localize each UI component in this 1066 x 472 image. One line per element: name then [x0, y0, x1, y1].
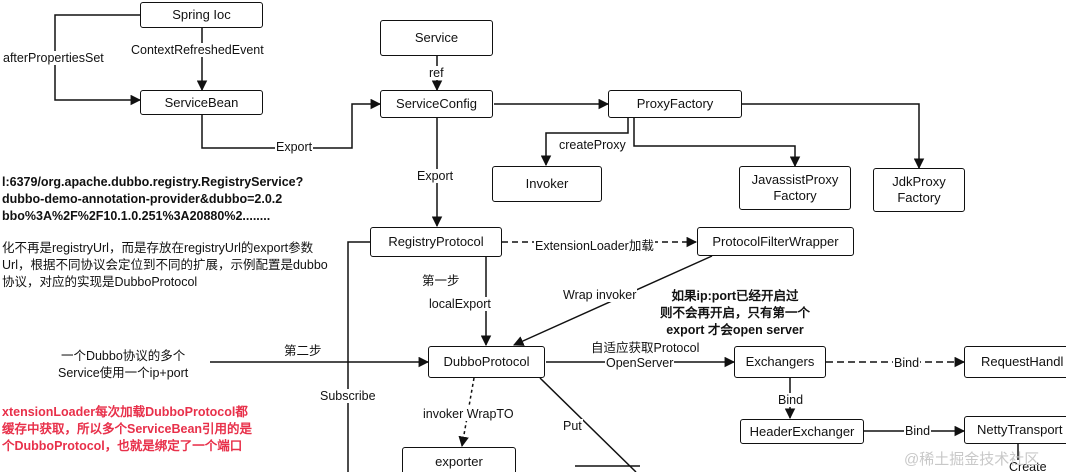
- label-step-two: 第二步: [283, 340, 323, 359]
- edge-registry-subscribe: [347, 241, 370, 472]
- label-put: Put: [562, 419, 583, 433]
- label-subscribe: Subscribe: [319, 389, 377, 403]
- label-export-2: Export: [416, 169, 455, 183]
- label-step-one: 第一步: [421, 270, 461, 289]
- note-url-change: 化不再是registryUrl，而是存放在registryUrl的export参…: [2, 241, 328, 289]
- label-ref: ref: [428, 66, 445, 80]
- label-extension-loader: ExtensionLoader加载: [534, 235, 655, 254]
- edge-servicebean-serviceconfig: [201, 98, 382, 149]
- label-export-1: Export: [275, 140, 314, 154]
- node-header-exchanger: HeaderExchanger: [740, 419, 864, 444]
- node-protocol-filter-wrapper: ProtocolFilterWrapper: [697, 227, 854, 256]
- node-service: Service: [380, 20, 493, 56]
- note-registry-url: l:6379/org.apache.dubbo.registry.Registr…: [2, 175, 304, 223]
- label-wrap-invoker: Wrap invoker: [562, 288, 638, 302]
- label-create: Create: [1008, 460, 1048, 472]
- node-dubbo-protocol: DubboProtocol: [428, 346, 545, 378]
- node-registry-protocol: RegistryProtocol: [370, 227, 502, 257]
- edge-proxyfactory-invoker: [540, 118, 629, 167]
- label-bind-3: Bind: [904, 424, 932, 438]
- label-bind-2: Bind: [777, 393, 805, 407]
- note-ip-port: 一个Dubbo协议的多个 Service使用一个ip+port: [58, 349, 189, 380]
- label-open-server: OpenServer: [605, 356, 675, 370]
- node-exporter: exporter: [402, 447, 516, 472]
- note-extension-cache: xtensionLoader每次加载DubboProtocol都 缓存中获取，所…: [2, 405, 253, 453]
- node-netty-transport: NettyTransport: [964, 416, 1066, 444]
- watermark: @稀土掘金技术社区: [904, 451, 1040, 468]
- node-spring-ioc: Spring Ioc: [140, 2, 263, 28]
- label-adaptive-protocol: 自适应获取Protocol: [590, 337, 701, 356]
- node-service-config: ServiceConfig: [380, 90, 493, 118]
- label-local-export: localExport: [428, 297, 492, 311]
- label-after-properties-set: afterPropertiesSet: [2, 51, 105, 65]
- note-open-server: 如果ip:port已经开启过 则不会再开启，只有第一个 export 才会ope…: [660, 289, 811, 337]
- edge-dubbo-put: [539, 377, 637, 472]
- node-javassist-proxy-factory: JavassistProxy Factory: [739, 166, 851, 210]
- node-proxy-factory: ProxyFactory: [608, 90, 742, 118]
- node-request-handler: RequestHandl: [964, 346, 1066, 378]
- node-service-bean: ServiceBean: [140, 90, 263, 115]
- label-invoker-wrapto: invoker WrapTO: [422, 407, 515, 421]
- edge-proxyfactory-javassist: [633, 118, 801, 168]
- label-bind-1: Bind: [893, 356, 921, 370]
- node-exchangers: Exchangers: [734, 346, 826, 378]
- label-create-proxy: createProxy: [558, 138, 627, 152]
- edge-proxyfactory-jdk: [742, 103, 925, 170]
- node-invoker: Invoker: [492, 166, 602, 202]
- node-jdk-proxy-factory: JdkProxy Factory: [873, 168, 965, 212]
- label-context-refreshed-event: ContextRefreshedEvent: [130, 43, 265, 57]
